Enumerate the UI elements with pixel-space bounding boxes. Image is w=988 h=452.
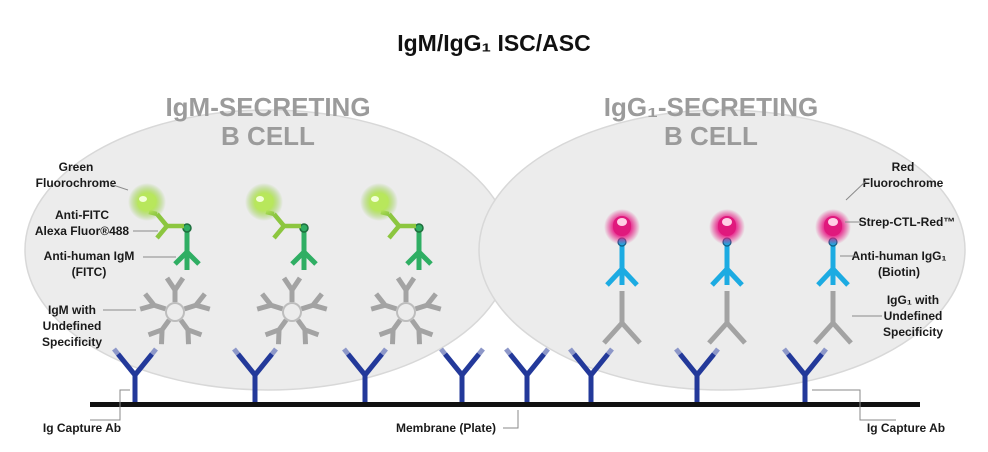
- label-igm-line3: Specificity: [42, 335, 102, 349]
- label-red-fluorochrome-line2: Fluorochrome: [863, 176, 944, 190]
- label-membrane-plate: Membrane (Plate): [396, 421, 496, 435]
- leader-ig-capture-ab-left: [90, 389, 130, 421]
- capture-antibody: [441, 349, 483, 402]
- label-igm-line1: IgM with: [48, 303, 96, 317]
- label-anti-fitc-line1: Anti-FITC: [55, 208, 109, 222]
- igg1-cell-title-line1: IgG₁-SECRETING: [604, 92, 818, 122]
- label-green-fluorochrome-line1: Green: [59, 160, 94, 174]
- label-anti-igg1-line1: Anti-human IgG₁: [852, 249, 947, 263]
- igm-cell-title-line2: B CELL: [221, 121, 315, 151]
- label-igg1-line3: Specificity: [883, 325, 943, 339]
- page-title: IgM/IgG₁ ISC/ASC: [397, 30, 591, 56]
- label-igg1-line1: IgG₁ with: [887, 293, 939, 307]
- label-igg1-line2: Undefined: [884, 309, 943, 323]
- label-anti-fitc-line2: Alexa Fluor®488: [35, 224, 130, 238]
- igg1-secreting-cell: [478, 109, 966, 391]
- label-anti-igm-line2: (FITC): [72, 265, 107, 279]
- label-ig-capture-ab-left: Ig Capture Ab: [43, 421, 121, 435]
- label-anti-igm-line1: Anti-human IgM: [44, 249, 135, 263]
- label-strep-ctl-red: Strep-CTL-Red™: [859, 215, 956, 229]
- leader-green-fluorochrome: [109, 183, 129, 191]
- igm-cell-title-line1: IgM-SECRETING: [165, 92, 370, 122]
- label-green-fluorochrome-line2: Fluorochrome: [36, 176, 117, 190]
- label-anti-igg1-line2: (Biotin): [878, 265, 920, 279]
- capture-antibody: [506, 349, 548, 402]
- leader-red-fluorochrome: [845, 180, 867, 201]
- label-igm-line2: Undefined: [43, 319, 102, 333]
- igg1-cell-title-line2: B CELL: [664, 121, 758, 151]
- label-ig-capture-ab-right: Ig Capture Ab: [867, 421, 945, 435]
- leader-ig-capture-ab-right: [812, 389, 896, 421]
- leader-membrane-plate: [503, 410, 519, 429]
- membrane-plate: [90, 402, 920, 407]
- label-red-fluorochrome-line1: Red: [892, 160, 915, 174]
